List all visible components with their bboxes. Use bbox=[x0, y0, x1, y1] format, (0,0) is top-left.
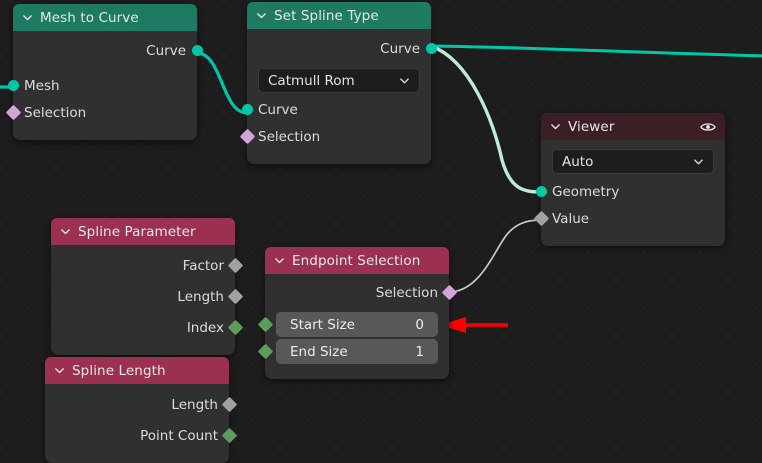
start-size-value: 0 bbox=[415, 316, 424, 333]
chevron-down-icon[interactable] bbox=[274, 255, 285, 266]
output-row-index[interactable]: Index bbox=[51, 314, 243, 341]
chevron-down-icon[interactable] bbox=[60, 226, 71, 237]
input-row-value[interactable]: Value bbox=[533, 205, 725, 232]
node-header-mesh-to-curve[interactable]: Mesh to Curve bbox=[13, 4, 197, 31]
node-header-viewer[interactable]: Viewer bbox=[541, 113, 725, 140]
output-label-length: Length bbox=[171, 396, 218, 413]
chevron-down-icon[interactable] bbox=[22, 12, 33, 23]
output-row-factor[interactable]: Factor bbox=[51, 252, 243, 279]
input-label-selection: Selection bbox=[24, 104, 87, 121]
socket-output-curve-geometry[interactable] bbox=[191, 45, 203, 56]
input-row-selection[interactable]: Selection bbox=[239, 123, 431, 150]
chevron-down-icon[interactable] bbox=[550, 121, 561, 132]
chevron-down-icon[interactable] bbox=[399, 75, 410, 86]
node-set-spline-type[interactable]: Set Spline Type Curve Catmull Rom Curve … bbox=[239, 2, 437, 164]
node-spline-length[interactable]: Spline Length Length Point Count bbox=[45, 357, 237, 463]
node-header-spline-length[interactable]: Spline Length bbox=[45, 357, 229, 384]
input-row-mesh[interactable]: Mesh bbox=[7, 72, 197, 99]
node-body-spline-parameter: Factor Length Index bbox=[51, 245, 243, 355]
input-row-selection[interactable]: Selection bbox=[5, 99, 197, 126]
input-label-value: Value bbox=[552, 210, 590, 227]
input-row-end-size[interactable]: End Size 1 bbox=[257, 339, 449, 364]
output-label-point-count: Point Count bbox=[140, 427, 218, 444]
output-label-index: Index bbox=[186, 319, 224, 336]
node-viewer[interactable]: Viewer Auto Geometry Value bbox=[533, 113, 725, 246]
node-body-mesh-to-curve: Curve Mesh Selection bbox=[5, 31, 203, 140]
viewer-domain-dropdown[interactable]: Auto bbox=[552, 149, 714, 174]
output-label-selection: Selection bbox=[375, 284, 438, 301]
socket-input-geometry[interactable] bbox=[535, 186, 547, 197]
input-row-curve[interactable]: Curve bbox=[241, 96, 431, 123]
input-label-curve: Curve bbox=[258, 101, 298, 118]
node-spline-parameter[interactable]: Spline Parameter Factor Length Index bbox=[51, 218, 243, 355]
node-body-viewer: Auto Geometry Value bbox=[533, 140, 725, 246]
node-body-endpoint-selection: Selection Start Size 0 End Size 1 bbox=[257, 274, 457, 379]
node-title-mesh-to-curve: Mesh to Curve bbox=[40, 9, 139, 26]
end-size-value: 1 bbox=[415, 343, 424, 360]
start-size-field[interactable]: Start Size 0 bbox=[276, 312, 438, 337]
viewer-domain-value: Auto bbox=[562, 153, 594, 170]
output-label-curve: Curve bbox=[146, 42, 186, 59]
node-body-spline-length: Length Point Count bbox=[45, 384, 237, 463]
socket-input-mesh-geometry[interactable] bbox=[7, 80, 19, 91]
output-row-selection[interactable]: Selection bbox=[265, 279, 457, 306]
output-label-factor: Factor bbox=[182, 257, 224, 274]
input-label-selection: Selection bbox=[258, 128, 321, 145]
output-row-length[interactable]: Length bbox=[51, 283, 243, 310]
start-size-label: Start Size bbox=[290, 316, 355, 333]
input-row-geometry[interactable]: Geometry bbox=[535, 178, 725, 205]
end-size-label: End Size bbox=[290, 343, 348, 360]
spline-type-dropdown[interactable]: Catmull Rom bbox=[258, 68, 420, 93]
output-label-curve: Curve bbox=[380, 40, 420, 57]
eye-icon[interactable] bbox=[700, 121, 716, 133]
node-title-set-spline-type: Set Spline Type bbox=[274, 7, 379, 24]
node-header-spline-parameter[interactable]: Spline Parameter bbox=[51, 218, 235, 245]
node-header-endpoint-selection[interactable]: Endpoint Selection bbox=[265, 247, 449, 274]
socket-input-curve-geometry[interactable] bbox=[241, 104, 253, 115]
output-label-length: Length bbox=[177, 288, 224, 305]
chevron-down-icon[interactable] bbox=[693, 156, 704, 167]
output-row-curve[interactable]: Curve bbox=[247, 35, 437, 62]
spline-type-dropdown-value: Catmull Rom bbox=[268, 72, 355, 89]
node-title-spline-length: Spline Length bbox=[72, 362, 166, 379]
node-endpoint-selection[interactable]: Endpoint Selection Selection Start Size … bbox=[257, 247, 457, 379]
output-row-curve[interactable]: Curve bbox=[13, 37, 203, 64]
input-label-mesh: Mesh bbox=[24, 77, 60, 94]
node-title-spline-parameter: Spline Parameter bbox=[78, 223, 196, 240]
output-row-length[interactable]: Length bbox=[45, 391, 237, 418]
input-row-start-size[interactable]: Start Size 0 bbox=[257, 312, 449, 337]
input-label-geometry: Geometry bbox=[552, 183, 620, 200]
chevron-down-icon[interactable] bbox=[54, 365, 65, 376]
node-title-viewer: Viewer bbox=[568, 118, 615, 135]
node-header-set-spline-type[interactable]: Set Spline Type bbox=[247, 2, 431, 29]
socket-output-curve-geometry[interactable] bbox=[425, 43, 437, 54]
node-title-endpoint-selection: Endpoint Selection bbox=[292, 252, 421, 269]
chevron-down-icon[interactable] bbox=[256, 10, 267, 21]
output-row-point-count[interactable]: Point Count bbox=[45, 422, 237, 449]
node-body-set-spline-type: Curve Catmull Rom Curve Selection bbox=[239, 29, 437, 164]
end-size-field[interactable]: End Size 1 bbox=[276, 339, 438, 364]
node-mesh-to-curve[interactable]: Mesh to Curve Curve Mesh Selection bbox=[5, 4, 203, 140]
